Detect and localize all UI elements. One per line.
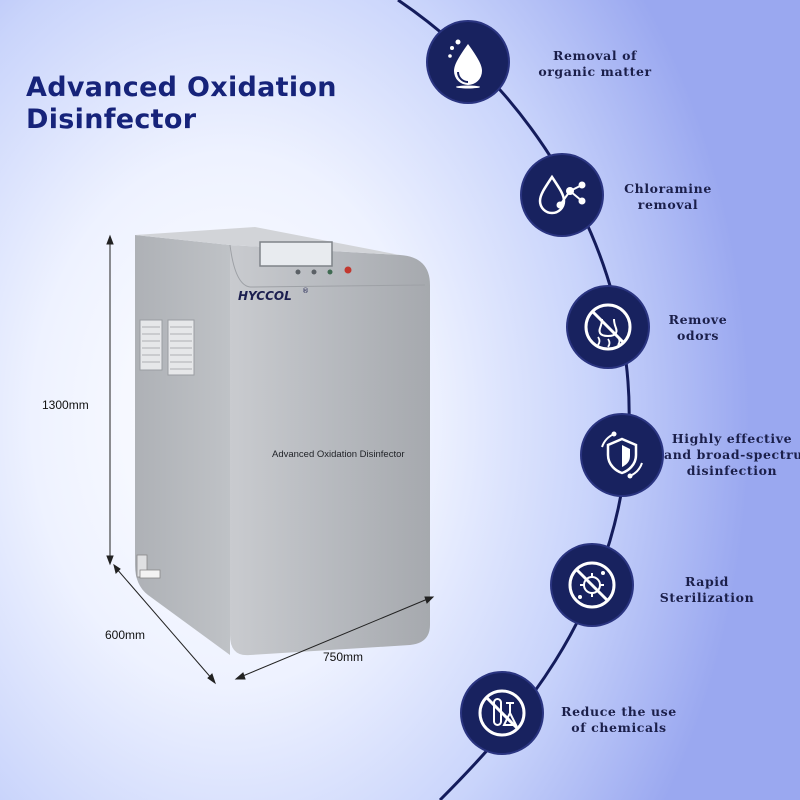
chemical-molecule-icon [522,155,602,235]
water-drops-icon [428,22,508,102]
feature-label-1: Removal of organic matter [520,48,670,80]
feature-3-line-1: Remove [668,312,728,327]
feature-4-line-1: Highly effective [671,431,793,446]
feature-1-line-2: organic matter [538,64,652,79]
title-line-2: Disinfector [26,104,197,135]
feature-4-line-2: and broad-spectrum [664,447,800,462]
feature-1-line-1: Removal of [552,48,638,63]
width-dimension: 750mm [323,650,364,664]
feature-label-4: Highly effective and broad-spectrum disi… [664,431,800,479]
feature-label-3: Remove odors [648,312,748,344]
no-odor-icon [568,287,648,367]
feature-4-line-3: disinfection [686,463,778,478]
disinfector-machine-image: HYCCOL ® Advanced Oxidation Disinfector [135,227,430,656]
feature-label-5: Rapid Sterilization [642,574,772,606]
depth-dimension: 600mm [105,628,146,642]
feature-2-line-1: Chloramine [624,181,712,196]
shield-protection-icon [582,415,662,495]
no-bacteria-icon [552,545,632,625]
registered-mark: ® [302,287,309,295]
feature-label-2: Chloramine removal [603,181,733,213]
feature-5-line-1: Rapid [684,574,729,589]
feature-2-line-2: removal [637,197,699,212]
feature-6-line-2: of chemicals [571,720,667,735]
title-line-1: Advanced Oxidation [26,72,337,103]
brand-logo-text: HYCCOL [238,289,292,303]
page-title: Advanced Oxidation Disinfector [26,72,337,136]
feature-5-line-2: Sterilization [659,590,755,605]
panel-label: Advanced Oxidation Disinfector [272,449,405,460]
height-dimension: 1300mm [42,398,89,412]
feature-3-line-2: odors [676,328,720,343]
feature-6-line-1: Reduce the use [561,704,677,719]
no-chemicals-icon [462,673,542,753]
feature-label-6: Reduce the use of chemicals [553,704,685,736]
